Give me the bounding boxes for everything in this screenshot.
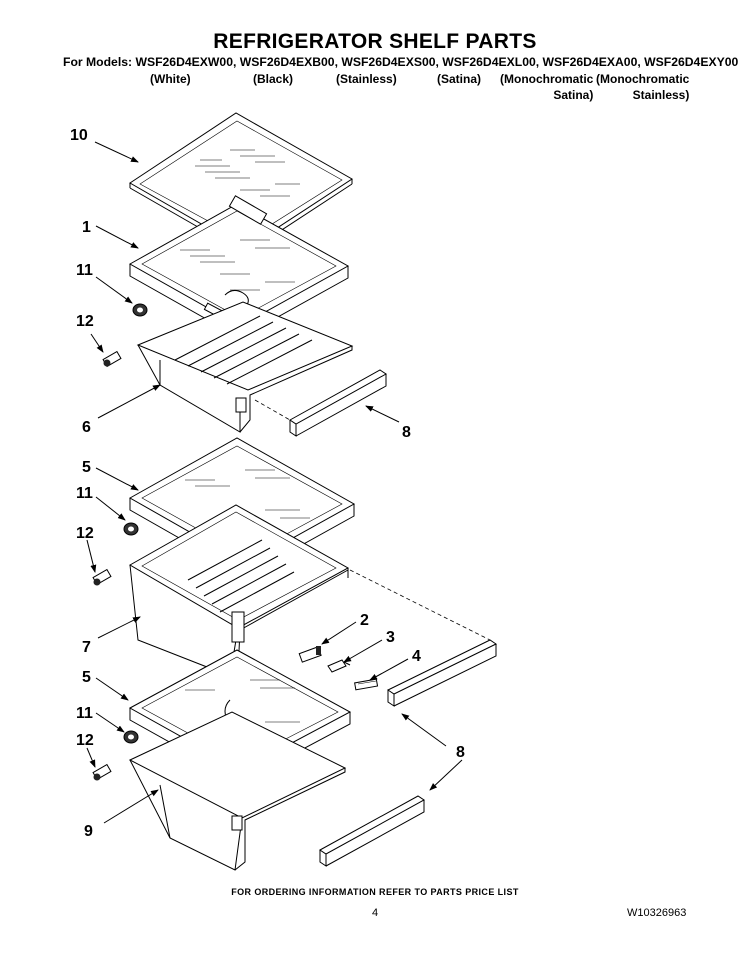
variant-line1: (Black): [253, 72, 294, 86]
variant-line1: (Stainless): [336, 72, 397, 86]
callout-11: 11: [76, 705, 93, 722]
variant-line2: Satina): [553, 88, 594, 102]
callout-12: 12: [76, 313, 94, 330]
callout-8: 8: [456, 744, 465, 761]
variant-line1: (Satina): [437, 72, 482, 86]
clip-part-12-upper: [102, 350, 122, 368]
callout-12: 12: [76, 732, 94, 749]
variant-black: (Black): [253, 71, 293, 87]
callout-10: 10: [70, 127, 88, 144]
callout-4: 4: [412, 648, 421, 665]
variant-satina: (Satina): [437, 71, 481, 87]
callout-5: 5: [82, 459, 91, 476]
bearing-part-11-lower: [123, 730, 139, 744]
cover-part-4: [354, 678, 379, 691]
callout-2: 2: [360, 612, 369, 629]
clip-part-12-lower: [92, 763, 112, 781]
page-number: 4: [372, 907, 379, 919]
variant-monochromatic-stainless: (Monochromatic Stainless): [596, 71, 689, 103]
models-line: For Models: WSF26D4EXW00, WSF26D4EXB00, …: [63, 55, 739, 69]
bracket-part-3: [327, 659, 351, 673]
clip-part-12-middle: [92, 568, 112, 586]
hinge-part-2: [298, 646, 322, 663]
variant-line1: (White): [150, 72, 191, 86]
callout-11: 11: [76, 485, 93, 502]
callout-6: 6: [82, 419, 91, 436]
variant-line1: (Monochromatic: [596, 72, 690, 86]
callout-8: 8: [402, 424, 411, 441]
callout-12: 12: [76, 525, 94, 542]
slide-rail-part-8-lower: [319, 795, 425, 867]
crisper-drawer-part-6: [136, 301, 354, 433]
callout-11: 11: [76, 262, 93, 279]
variant-white: (White): [150, 71, 191, 87]
callout-3: 3: [386, 629, 395, 646]
leader-lines: [86, 141, 463, 824]
slide-rail-part-8-upper: [254, 369, 387, 437]
variant-monochromatic-satina: (Monochromatic Satina): [500, 71, 593, 103]
slide-rail-part-8-middle: [349, 569, 498, 707]
variant-stainless: (Stainless): [336, 71, 397, 87]
bearing-part-11-upper: [132, 303, 148, 317]
callout-9: 9: [84, 823, 93, 840]
document-number: W10326963: [627, 907, 687, 919]
variant-line2: Stainless): [632, 88, 690, 102]
callout-7: 7: [82, 639, 91, 656]
crisper-drawer-part-9: [128, 711, 347, 871]
page-title: REFRIGERATOR SHELF PARTS: [213, 30, 537, 53]
bearing-part-11-middle: [123, 522, 139, 536]
callout-1: 1: [82, 219, 91, 236]
ordering-note: FOR ORDERING INFORMATION REFER TO PARTS …: [231, 887, 519, 897]
callout-5: 5: [82, 669, 91, 686]
variant-line1: (Monochromatic: [500, 72, 594, 86]
